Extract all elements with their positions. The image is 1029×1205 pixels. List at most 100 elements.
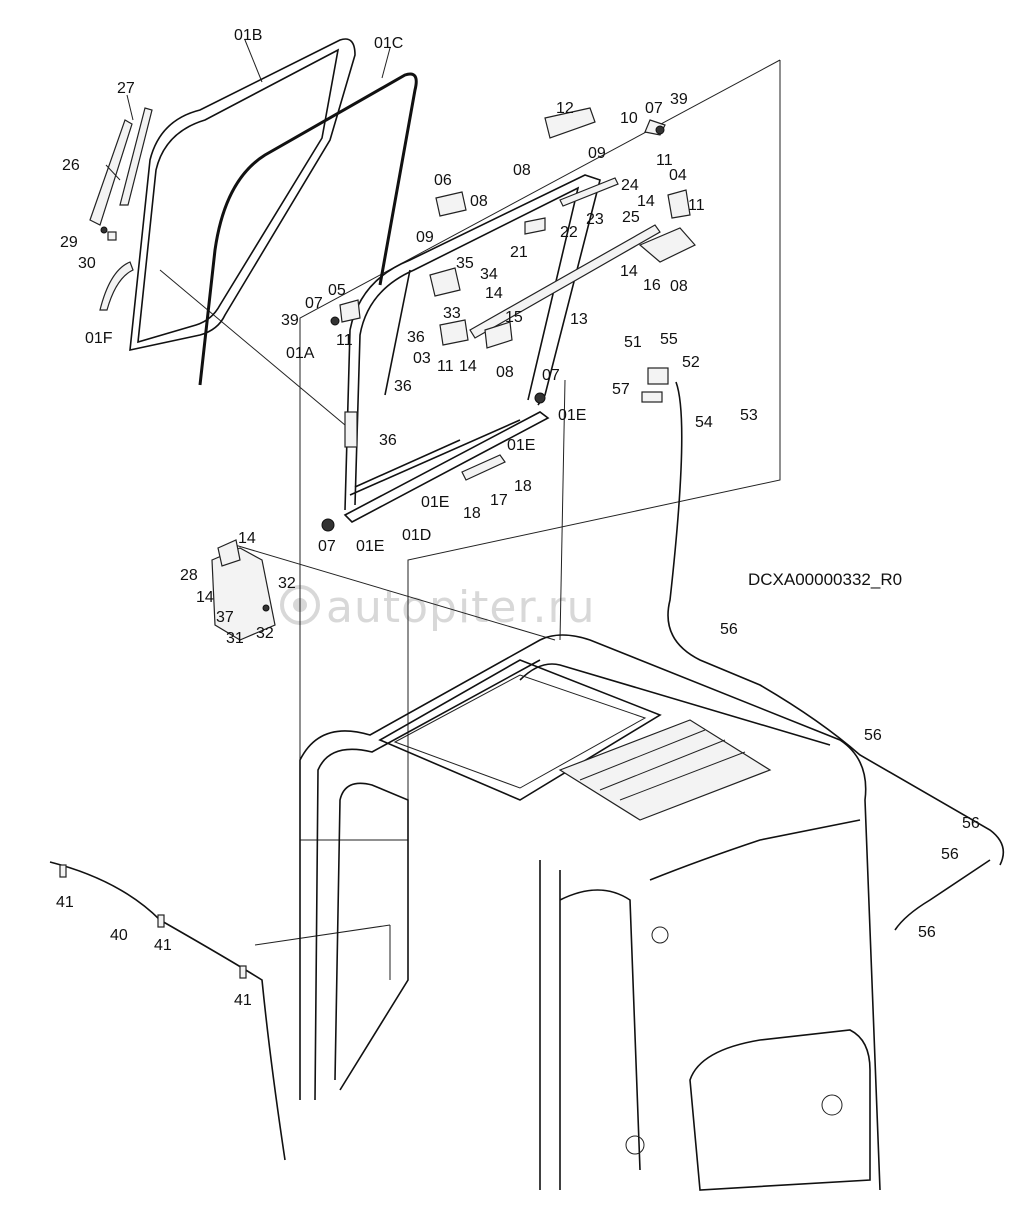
- label-09a: 09: [588, 145, 606, 162]
- label-11c: 11: [336, 332, 353, 349]
- cab-left-pillar: [314, 659, 541, 1101]
- label-51: 51: [624, 334, 642, 351]
- guide-01A: [384, 269, 411, 396]
- bolt-32: [262, 604, 270, 612]
- wiper-assembly: [89, 94, 153, 311]
- label-36c: 36: [379, 432, 397, 449]
- window-01B-inner: [137, 48, 340, 344]
- label-35: 35: [456, 255, 474, 272]
- window-01C: [198, 72, 418, 386]
- clip-41b: [157, 914, 165, 928]
- body-hole: [625, 1135, 645, 1155]
- leader-line-01F: [159, 269, 346, 426]
- leader-01C: [381, 47, 391, 79]
- cab-body: [299, 634, 881, 1191]
- label-53: 53: [740, 407, 758, 424]
- part-04: [667, 189, 691, 219]
- part-06: [435, 191, 467, 217]
- connector-52: [647, 367, 669, 385]
- label-39b: 39: [281, 312, 299, 329]
- label-09b: 09: [416, 229, 434, 246]
- label-01B: 01B: [234, 27, 262, 44]
- rail-bracket: [344, 411, 358, 448]
- roof-rib-3: [619, 751, 746, 801]
- latch-assembly: [211, 539, 276, 641]
- leader-line-53: [559, 379, 566, 641]
- label-33: 33: [443, 305, 461, 322]
- label-18a: 18: [514, 478, 532, 495]
- label-39a: 39: [670, 91, 688, 108]
- roller-07a: [655, 125, 665, 135]
- label-24: 24: [621, 177, 639, 194]
- label-55: 55: [660, 331, 678, 348]
- roof-hatch-inner: [393, 674, 647, 789]
- label-12: 12: [556, 100, 574, 117]
- roller-07c: [534, 392, 546, 404]
- rod-13: [469, 224, 661, 339]
- label-54: 54: [695, 414, 713, 431]
- label-10: 10: [620, 110, 638, 127]
- label-29: 29: [60, 234, 78, 251]
- label-32b: 32: [256, 625, 274, 642]
- label-08c: 08: [670, 278, 688, 295]
- part-05: [339, 299, 361, 323]
- label-36a: 36: [407, 329, 425, 346]
- label-11d: 11: [437, 358, 454, 375]
- label-01E-c: 01E: [421, 494, 449, 511]
- left-door-opening: [334, 782, 409, 1091]
- label-04: 04: [669, 167, 687, 184]
- roller-07d: [321, 518, 335, 532]
- part-17: [461, 454, 506, 481]
- label-01A: 01A: [286, 345, 315, 362]
- drawing-code: DCXA00000332_R0: [748, 570, 902, 589]
- label-14b: 14: [620, 263, 638, 280]
- label-41b: 41: [154, 937, 172, 954]
- wiring-harness: [641, 367, 1005, 931]
- roller-07b: [330, 316, 340, 326]
- roof-hatch: [378, 659, 662, 801]
- label-07b: 07: [305, 295, 323, 312]
- label-08a: 08: [513, 162, 531, 179]
- label-23: 23: [586, 211, 604, 228]
- label-41c: 41: [234, 992, 252, 1009]
- label-26: 26: [62, 157, 80, 174]
- label-08d: 08: [496, 364, 514, 381]
- label-01E-a: 01E: [558, 407, 586, 424]
- wiper-blade-27: [119, 107, 153, 206]
- label-01C: 01C: [374, 35, 403, 52]
- roof-panel: [558, 719, 772, 821]
- label-57: 57: [612, 381, 630, 398]
- latch-plate-31: [211, 547, 276, 641]
- label-56a: 56: [720, 621, 738, 638]
- label-32a: 32: [278, 575, 296, 592]
- label-34: 34: [480, 266, 498, 283]
- label-40: 40: [110, 927, 128, 944]
- label-22: 22: [560, 224, 578, 241]
- part-21: [524, 217, 546, 235]
- label-01E-d: 01E: [356, 538, 384, 555]
- lower-rail-01D: [343, 411, 550, 523]
- label-14c: 14: [485, 285, 503, 302]
- part-03: [439, 319, 469, 346]
- door-frame-outline: [299, 59, 781, 841]
- label-27: 27: [117, 80, 135, 97]
- leader-line-28: [234, 544, 556, 641]
- label-11b: 11: [688, 197, 705, 214]
- label-16: 16: [643, 277, 661, 294]
- rail-frame-01A-inner: [354, 186, 580, 506]
- label-56c: 56: [962, 815, 980, 832]
- label-36b: 36: [394, 378, 412, 395]
- window-01B: [129, 38, 356, 352]
- rail-01E-b: [354, 439, 461, 488]
- leader-27: [126, 94, 134, 121]
- label-15: 15: [505, 309, 523, 326]
- harness-40: [49, 861, 286, 1161]
- wiring-harness-40: [49, 861, 286, 1161]
- rail-01E-a: [349, 419, 521, 496]
- label-56e: 56: [918, 924, 936, 941]
- label-14e: 14: [238, 530, 256, 547]
- label-56b: 56: [864, 727, 882, 744]
- cab-outline: [299, 634, 881, 1191]
- cap-30: [107, 231, 117, 241]
